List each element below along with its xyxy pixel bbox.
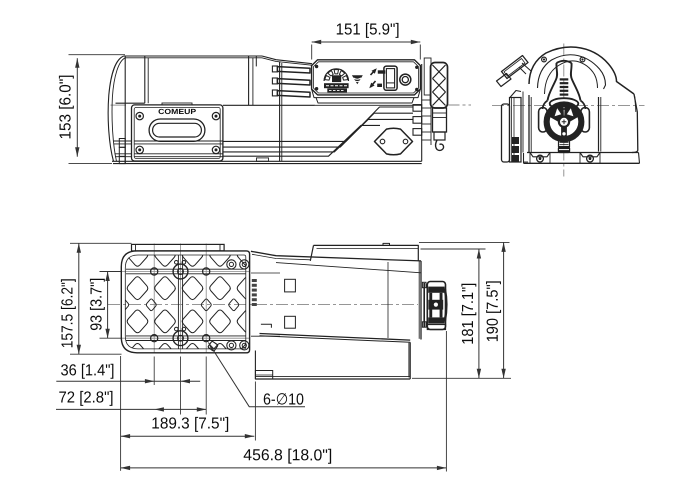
svg-text:181 [7.1"]: 181 [7.1"] bbox=[460, 283, 477, 345]
svg-text:6-∅10: 6-∅10 bbox=[263, 391, 304, 408]
svg-text:456.8 [18.0"]: 456.8 [18.0"] bbox=[243, 447, 332, 464]
svg-text:COMEUP: COMEUP bbox=[158, 107, 196, 116]
svg-text:36 [1.4"]: 36 [1.4"] bbox=[60, 362, 114, 379]
svg-text:153 [6.0"]: 153 [6.0"] bbox=[57, 74, 74, 139]
svg-text:189.3 [7.5"]: 189.3 [7.5"] bbox=[151, 415, 229, 432]
svg-text:72 [2.8"]: 72 [2.8"] bbox=[58, 389, 113, 406]
svg-text:93 [3.7"]: 93 [3.7"] bbox=[88, 278, 105, 331]
svg-text:151 [5.9"]: 151 [5.9"] bbox=[336, 21, 400, 38]
svg-text:190 [7.5"]: 190 [7.5"] bbox=[485, 280, 502, 342]
svg-text:157.5 [6.2"]: 157.5 [6.2"] bbox=[59, 278, 76, 348]
